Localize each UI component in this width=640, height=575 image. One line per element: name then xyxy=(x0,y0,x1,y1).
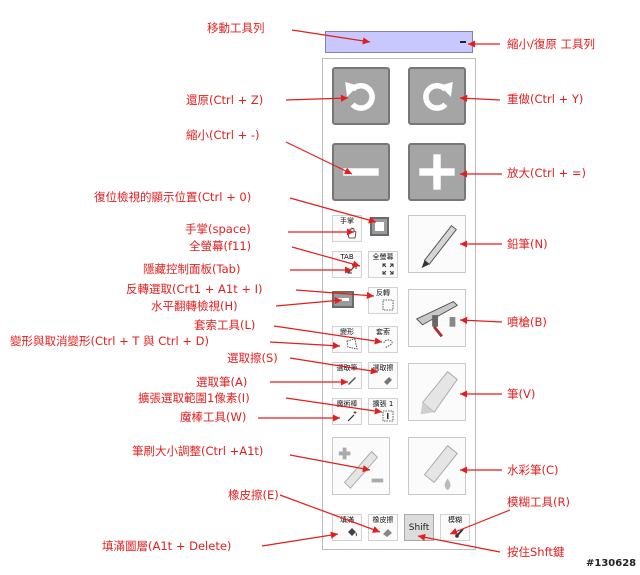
watercolor-icon xyxy=(423,445,458,491)
pen-tool-button[interactable] xyxy=(408,363,466,421)
brush-size-icon xyxy=(338,447,384,489)
hand-tool-button[interactable]: 手掌 xyxy=(332,215,362,242)
lasso-icon xyxy=(383,339,393,349)
eraser-icon xyxy=(383,529,392,537)
magic-wand-button[interactable]: 魔術棒 xyxy=(332,398,362,425)
redo-icon xyxy=(423,82,453,111)
annotation-minimize-restore: 縮小/復原 工具列 xyxy=(507,37,596,51)
watermark: #130628 xyxy=(586,558,637,569)
annotation-expand-selection: 擴張選取範圍1像素(I) xyxy=(138,391,250,405)
annotation-selection-eraser: 選取擦(S) xyxy=(227,351,278,365)
invert-selection-icon xyxy=(382,299,394,311)
watercolor-tool-button[interactable] xyxy=(408,437,466,495)
minimize-restore-button[interactable] xyxy=(460,41,466,43)
selection-eraser-button[interactable]: 選取擦 xyxy=(368,362,398,389)
lasso-button[interactable]: 套索 xyxy=(368,326,398,353)
flip-view-button[interactable] xyxy=(332,291,354,308)
plus-icon xyxy=(419,154,455,190)
annotation-fill-layer: 填滿圖層(A1t + Delete) xyxy=(102,539,232,553)
eraser-button[interactable]: 橡皮擦 xyxy=(368,514,398,541)
redo-button[interactable] xyxy=(408,67,466,125)
annotation-reset-view: 復位檢視的顯示位置(Ctrl + 0) xyxy=(94,190,252,204)
annotation-hand: 手掌(space) xyxy=(185,222,251,236)
annotation-zoom-in: 放大(Ctrl + =) xyxy=(507,166,587,180)
hide-panel-button[interactable]: TAB xyxy=(332,251,362,278)
annotation-watercolor: 水彩筆(C) xyxy=(507,463,559,477)
annotation-transform: 變形與取消變形(Ctrl + T 與 Ctrl + D) xyxy=(10,334,209,348)
invert-selection-button[interactable]: 反轉 xyxy=(368,287,398,314)
airbrush-tool-button[interactable] xyxy=(408,289,466,347)
annotation-zoom-out: 縮小(Ctrl + -) xyxy=(186,128,260,142)
annotation-lasso: 套索工具(L) xyxy=(194,318,256,332)
pencil-tool-button[interactable] xyxy=(408,215,466,273)
minus-icon xyxy=(343,168,379,176)
expand-selection-icon xyxy=(382,410,394,422)
blur-icon xyxy=(455,528,464,538)
undo-button[interactable] xyxy=(332,67,390,125)
annotation-brush-size: 筆刷大小調整(Ctrl +A1t) xyxy=(132,444,264,458)
fill-layer-button[interactable]: 填滿 xyxy=(332,514,362,541)
pen-icon xyxy=(420,371,458,415)
toolbar-drag-handle[interactable] xyxy=(325,31,473,53)
selection-pen-icon xyxy=(348,377,356,385)
annotation-fullscreen: 全螢幕(f11) xyxy=(189,239,252,253)
airbrush-icon xyxy=(415,301,459,338)
transform-icon xyxy=(346,338,358,350)
fullscreen-icon xyxy=(382,263,394,275)
pencil-icon xyxy=(421,224,457,269)
annotation-pencil: 鉛筆(N) xyxy=(507,237,548,251)
reset-view-icon xyxy=(375,222,384,231)
annotation-pen: 筆(V) xyxy=(507,387,536,401)
reset-view-button[interactable] xyxy=(370,217,389,236)
selection-eraser-icon xyxy=(384,377,392,385)
zoom-in-button[interactable] xyxy=(408,143,466,201)
undo-icon xyxy=(345,82,375,111)
expand-arrows-icon xyxy=(347,264,357,274)
hand-icon xyxy=(347,227,357,239)
annotation-hold-shift: 按住Shft鍵 xyxy=(507,545,565,559)
annotation-eraser: 橡皮擦(E) xyxy=(228,488,279,502)
annotation-undo: 還原(Ctrl + Z) xyxy=(186,93,264,107)
fullscreen-button[interactable]: 全螢幕 xyxy=(368,251,398,278)
annotation-invert-selection: 反轉選取(Crt1 + A1t + I) xyxy=(126,282,263,296)
flip-icon xyxy=(337,298,349,301)
brush-size-button[interactable] xyxy=(332,437,390,495)
annotation-blur: 模糊工具(R) xyxy=(507,495,570,509)
annotation-magic-wand: 魔棒工具(W) xyxy=(180,410,247,424)
selection-pen-button[interactable]: 選取筆 xyxy=(332,362,362,389)
annotation-selection-pen: 選取筆(A) xyxy=(196,375,248,389)
annotation-redo: 重做(Ctrl + Y) xyxy=(507,92,584,106)
annotation-airbrush: 噴槍(B) xyxy=(507,315,547,329)
zoom-out-button[interactable] xyxy=(332,143,390,201)
shift-key-button[interactable]: Shift xyxy=(404,514,434,541)
annotation-hide-panel: 隱藏控制面板(Tab) xyxy=(143,262,241,276)
annotation-move-toolbar: 移動工具列 xyxy=(207,21,265,35)
annotation-flip-view: 水平翻轉檢視(H) xyxy=(151,299,238,313)
magic-wand-icon xyxy=(347,411,357,422)
expand-selection-button[interactable]: 擴張 1 xyxy=(368,398,398,425)
blur-tool-button[interactable]: 模糊 xyxy=(440,514,470,541)
transform-button[interactable]: 變形 xyxy=(332,326,362,353)
paint-bucket-icon xyxy=(348,528,357,537)
